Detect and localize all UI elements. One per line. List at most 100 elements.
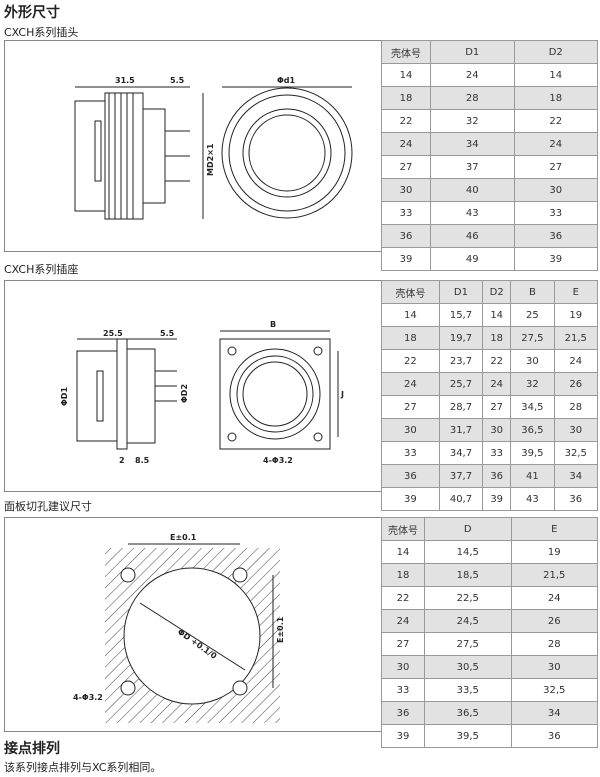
table-cell: 28 [553, 395, 599, 419]
table-cell: 36,5 [510, 418, 555, 442]
table-cell: 30 [381, 178, 431, 202]
table-cell: 14 [381, 540, 425, 564]
table-cell: 14 [381, 63, 431, 87]
table-cell: 27,5 [424, 632, 512, 656]
table-cell: 24,5 [424, 609, 512, 633]
table-cell: 14 [513, 63, 598, 87]
table-cell: 30 [513, 178, 598, 202]
table-cell: 39 [381, 487, 440, 511]
table-cell: 41 [510, 464, 555, 488]
table-cell: 34,7 [438, 441, 484, 465]
table-cell: 27,5 [510, 326, 555, 350]
dim-length: 25.5 [103, 329, 123, 338]
table-cell: 30 [381, 418, 440, 442]
dim-flange: 5.5 [170, 76, 185, 85]
table-cell: 36 [482, 464, 512, 488]
table-cell: 34 [510, 701, 598, 725]
table-cell: 30 [381, 655, 425, 679]
table-cell: 46 [430, 224, 515, 248]
table-cell: 14,5 [424, 540, 512, 564]
table-cell: 22 [381, 586, 425, 610]
dim-85: 8.5 [135, 456, 150, 465]
plug-drawing: 31.5 5.5 Φd1 MD2×1 [4, 40, 382, 252]
table-cell: 14 [381, 303, 440, 327]
dim-d1: Φd1 [277, 76, 296, 85]
table-cell: 36 [510, 724, 598, 748]
table-cell: 22 [381, 349, 440, 373]
table-cell: 36 [553, 487, 599, 511]
table-cell: 26 [553, 372, 599, 396]
dim-j: J [340, 390, 344, 399]
section-label-socket: CXCH系列插座 [4, 263, 79, 276]
table-cell: 30,5 [424, 655, 512, 679]
table-cell: 40 [430, 178, 515, 202]
table-cell: 33 [381, 201, 431, 225]
dim-flange: 5.5 [160, 329, 175, 338]
table-cell: 43 [430, 201, 515, 225]
table-cell: 19 [553, 303, 599, 327]
col-header: E [553, 280, 599, 304]
col-header: D1 [438, 280, 484, 304]
table-cell: 19 [510, 540, 598, 564]
contact-note: 该系列接点排列与XC系列相同。 [4, 761, 162, 774]
dim-2: 2 [119, 456, 125, 465]
table-cell: 49 [430, 247, 515, 271]
table-cell: 37 [430, 155, 515, 179]
table-cell: 24 [553, 349, 599, 373]
col-header: D2 [482, 280, 512, 304]
table-cell: 22 [381, 109, 431, 133]
table-cell: 39,5 [424, 724, 512, 748]
table-cell: 28,7 [438, 395, 484, 419]
section-label-plug: CXCH系列插头 [4, 26, 79, 39]
table-cell: 30 [553, 418, 599, 442]
col-header: D1 [430, 40, 515, 64]
dim-d2: ΦD2 [180, 384, 189, 403]
dim-length: 31.5 [115, 76, 135, 85]
col-header: D2 [513, 40, 598, 64]
table-cell: 24 [430, 63, 515, 87]
col-header: 壳体号 [381, 517, 425, 541]
table-cell: 39,5 [510, 441, 555, 465]
table-cell: 18 [381, 86, 431, 110]
table-cell: 28 [430, 86, 515, 110]
table-cell: 36 [381, 464, 440, 488]
table-cell: 22 [482, 349, 512, 373]
table-cell: 27 [381, 395, 440, 419]
table-cell: 30 [510, 349, 555, 373]
table-cell: 28 [510, 632, 598, 656]
table-cell: 33 [381, 441, 440, 465]
table-cell: 25,7 [438, 372, 484, 396]
table-cell: 36,5 [424, 701, 512, 725]
table-cell: 32 [510, 372, 555, 396]
table-cell: 22,5 [424, 586, 512, 610]
plug-outline-svg: 31.5 5.5 Φd1 MD2×1 [74, 76, 353, 220]
table-cell: 34,5 [510, 395, 555, 419]
table-cell: 18 [381, 563, 425, 587]
table-cell: 15,7 [438, 303, 484, 327]
dim-b: B [270, 320, 276, 329]
table-cell: 40,7 [438, 487, 484, 511]
table-cell: 24 [381, 132, 431, 156]
table-cell: 23,7 [438, 349, 484, 373]
table-cell: 21,5 [510, 563, 598, 587]
table-cell: 33 [513, 201, 598, 225]
page-title: 外形尺寸 [4, 5, 60, 21]
